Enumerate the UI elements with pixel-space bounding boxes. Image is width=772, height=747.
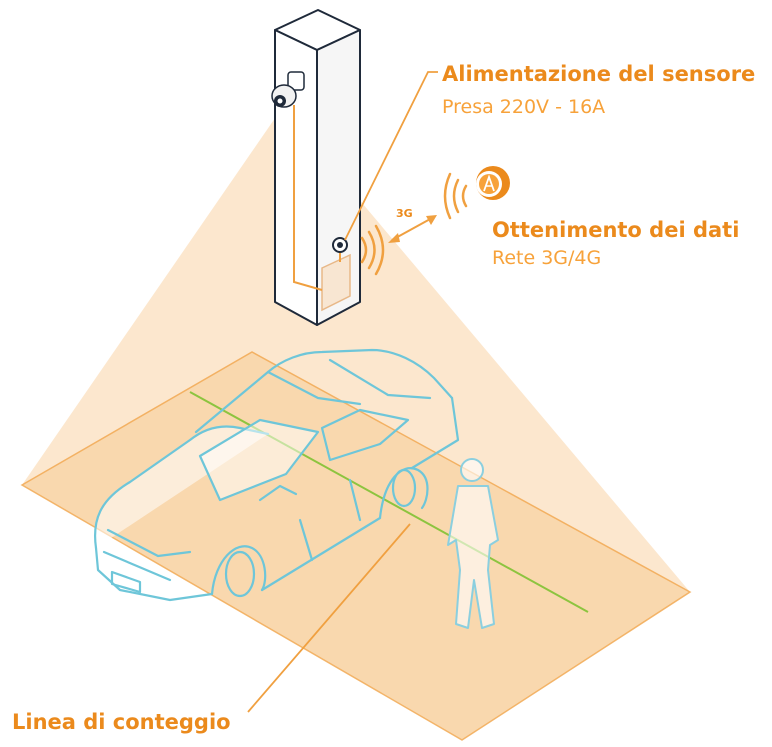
network-arrow — [388, 215, 437, 243]
cloud-antenna-icon — [476, 166, 510, 200]
data-callout-subtitle: Rete 3G/4G — [492, 247, 602, 269]
power-callout-leader — [344, 71, 438, 241]
power-callout-subtitle: Presa 220V - 16A — [442, 96, 606, 118]
car-icon — [94, 348, 460, 602]
power-cable — [293, 105, 323, 291]
sensor-device — [332, 237, 348, 253]
data-callout-title: Ottenimento dei dati — [492, 218, 740, 242]
receiver-signal-icon — [443, 172, 468, 220]
camera-icon — [271, 71, 305, 108]
network-tag: 3G — [396, 207, 413, 220]
wifi-signal-icon — [360, 224, 385, 276]
counting-callout-leader — [247, 523, 411, 713]
person-icon — [447, 458, 499, 629]
counting-line-title: Linea di conteggio — [12, 710, 231, 734]
power-callout-title: Alimentazione del sensore — [442, 62, 756, 86]
pillar-right-face — [316, 29, 361, 326]
